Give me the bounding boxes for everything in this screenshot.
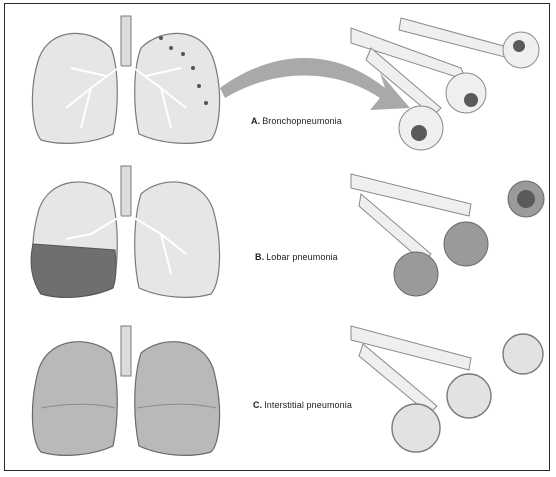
alveoli-bronchopneumonia-illustration [341, 8, 551, 158]
panel-lobar-pneumonia: B.Lobar pneumonia [5, 164, 549, 314]
caption-a: A.Bronchopneumonia [251, 116, 342, 126]
caption-letter: A. [251, 116, 260, 126]
caption-b: B.Lobar pneumonia [255, 252, 338, 262]
caption-letter: C. [253, 400, 262, 410]
panel-bronchopneumonia: A.Bronchopneumonia [5, 8, 549, 158]
caption-label: Interstitial pneumonia [264, 400, 352, 410]
lungs-interstitial-illustration [21, 318, 231, 468]
caption-c: C.Interstitial pneumonia [253, 400, 352, 410]
pneumonia-figure: A.Bronchopneumonia B.Lo [4, 3, 550, 471]
alveoli-lobar-illustration [341, 164, 551, 314]
panel-interstitial-pneumonia: C.Interstitial pneumonia [5, 318, 549, 468]
lungs-lobar-illustration [21, 164, 231, 314]
caption-label: Lobar pneumonia [266, 252, 338, 262]
alveoli-interstitial-illustration [341, 318, 551, 468]
lungs-bronchopneumonia-illustration [21, 8, 231, 158]
caption-letter: B. [255, 252, 264, 262]
caption-label: Bronchopneumonia [262, 116, 342, 126]
